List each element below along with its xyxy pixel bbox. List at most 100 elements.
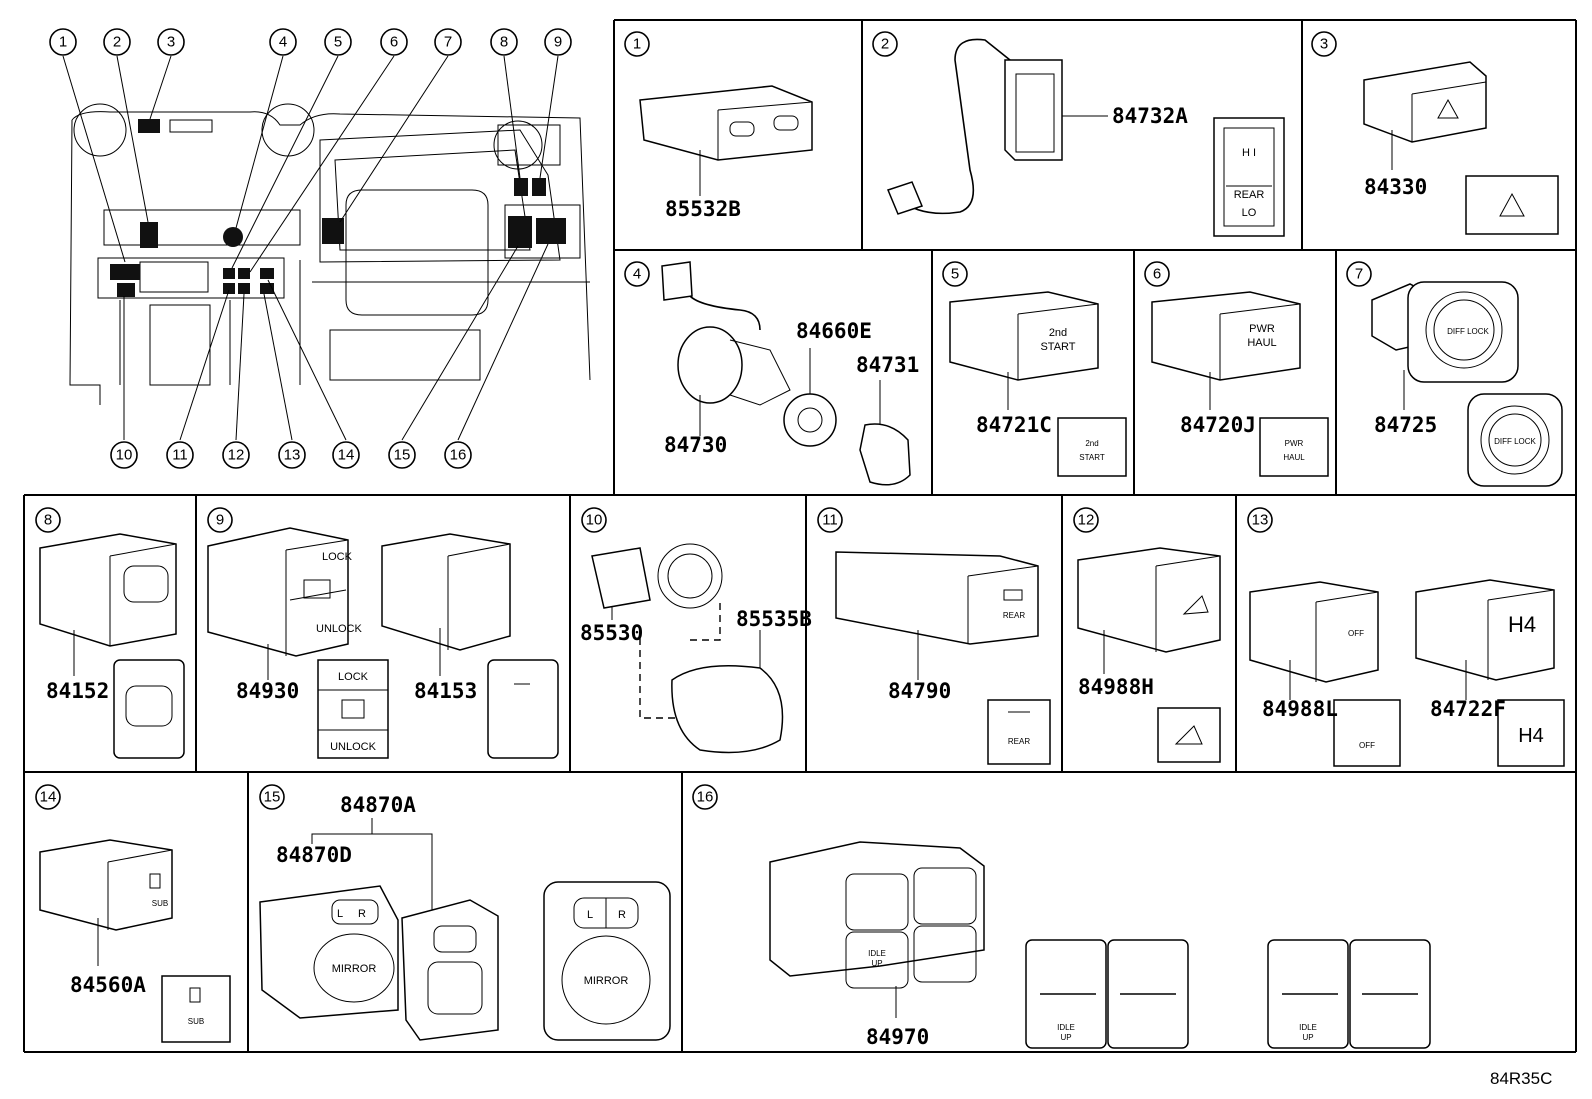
diff-lock-knob-label: DIFF LOCK (1447, 327, 1489, 336)
second-start-btn-line2: START (1040, 341, 1075, 353)
overview-callout-6: 6 (390, 34, 398, 51)
part-84660E: 84660E (796, 319, 872, 343)
four-wd-knob-assembly (661, 261, 911, 486)
unlock-icon-label: UNLOCK (330, 741, 377, 753)
mirror-btn-label: MIRROR (332, 963, 377, 975)
idle-up-icon-a-line2: UP (1060, 1033, 1071, 1042)
door-lock-switch (207, 527, 389, 759)
dashboard-overview (62, 55, 591, 441)
part-84930: 84930 (236, 679, 299, 703)
second-start-icon-line2: START (1079, 453, 1105, 462)
rear-hi-label: H I (1242, 147, 1256, 159)
hill-descent-switch (1077, 547, 1221, 763)
overview-callout-15: 15 (394, 447, 411, 464)
four-high-switch (1415, 579, 1565, 767)
hazard-switch (1363, 61, 1559, 235)
idle-up-icon-a-line1: IDLE (1057, 1023, 1075, 1032)
part-84790: 84790 (888, 679, 951, 703)
mirror-icon-l-label: L (587, 909, 593, 921)
overview-callout-13: 13 (284, 447, 301, 464)
usb-port-unit (639, 85, 813, 196)
rear-defogger-switch (835, 551, 1051, 765)
part-84988H: 84988H (1078, 675, 1154, 699)
overview-callout-3: 3 (167, 34, 175, 51)
overview-callout-9: 9 (554, 34, 562, 51)
power-haul-btn-line1: PWR (1249, 323, 1275, 335)
panel-10-index: 10 (586, 512, 603, 529)
overview-callout-16: 16 (450, 447, 467, 464)
part-84970: 84970 (866, 1025, 929, 1049)
overview-callout-14: 14 (338, 447, 355, 464)
h4-btn-label: H4 (1508, 612, 1536, 637)
sub-tank-switch (39, 839, 231, 1043)
part-84988L: 84988L (1262, 697, 1338, 721)
traction-off-switch (1249, 581, 1401, 767)
rear-defog-btn-label: REAR (1003, 611, 1025, 620)
part-84560A: 84560A (70, 973, 146, 997)
power-haul-switch (1151, 291, 1329, 477)
auto-headlight-switch (381, 533, 559, 759)
rear-heater-switch (886, 38, 1285, 237)
panel-8-index: 8 (44, 512, 52, 529)
grid-frame (23, 19, 1577, 1053)
mirror-icon-r-label: R (618, 909, 626, 921)
diff-lock-icon-label: DIFF LOCK (1494, 437, 1536, 446)
part-84720J: 84720J (1180, 413, 1256, 437)
panel-6-index: 6 (1153, 266, 1161, 283)
headlight-leveler-switch (39, 533, 185, 759)
overview-callout-1: 1 (59, 34, 67, 51)
part-84731: 84731 (856, 353, 919, 377)
panel-11-index: 11 (822, 512, 838, 529)
mirror-icon-label: MIRROR (584, 975, 629, 987)
part-84870A: 84870A (340, 793, 416, 817)
power-haul-btn-line2: HAUL (1247, 337, 1276, 349)
part-84870D: 84870D (276, 843, 352, 867)
part-85532B: 85532B (665, 197, 741, 221)
overview-callout-8: 8 (500, 34, 508, 51)
sub-btn-label: SUB (152, 899, 168, 908)
panel-9-index: 9 (216, 512, 224, 529)
panel-12-index: 12 (1078, 512, 1095, 529)
overview-callout-circles (49, 28, 572, 469)
panel-15-index: 15 (264, 789, 281, 806)
rear-lo-label: LO (1242, 207, 1257, 219)
mirror-r-label: R (358, 908, 366, 920)
panel-14-index: 14 (40, 789, 57, 806)
overview-callout-4: 4 (279, 34, 287, 51)
power-haul-icon-line1: PWR (1285, 439, 1304, 448)
diff-lock-dial (1371, 281, 1563, 487)
idle-up-btn-line1: IDLE (868, 949, 886, 958)
idle-up-switch-assembly (769, 841, 1431, 1049)
panel-16-index: 16 (697, 789, 714, 806)
overview-callout-10: 10 (116, 447, 133, 464)
part-85530: 85530 (580, 621, 643, 645)
panel-3-index: 3 (1320, 36, 1328, 53)
part-84722F: 84722F (1430, 697, 1506, 721)
power-outlet (591, 543, 784, 754)
part-84725: 84725 (1374, 413, 1437, 437)
idle-up-icon-b-line1: IDLE (1299, 1023, 1317, 1032)
power-haul-icon-line2: HAUL (1283, 453, 1305, 462)
idle-up-btn-line2: UP (871, 959, 882, 968)
overview-callout-5: 5 (334, 34, 342, 51)
unlock-btn-label: UNLOCK (316, 623, 363, 635)
panel-2-index: 2 (881, 36, 889, 53)
second-start-switch (949, 291, 1127, 477)
panel-index-circles (35, 31, 1372, 810)
panel-5-index: 5 (951, 266, 959, 283)
diagram-code: 84R35C (1490, 1069, 1552, 1088)
panel-4-index: 4 (633, 266, 641, 283)
part-84330: 84330 (1364, 175, 1427, 199)
overview-callout-11: 11 (172, 447, 188, 464)
panel-13-index: 13 (1252, 512, 1269, 529)
panel-1-index: 1 (633, 36, 641, 53)
part-84721C: 84721C (976, 413, 1052, 437)
overview-callout-12: 12 (228, 447, 245, 464)
trac-off-icon-label: OFF (1359, 741, 1375, 750)
lock-btn-label: LOCK (322, 551, 353, 563)
panel-7-index: 7 (1355, 266, 1363, 283)
sub-icon-label: SUB (188, 1017, 204, 1026)
part-84153: 84153 (414, 679, 477, 703)
second-start-icon-line1: 2nd (1085, 439, 1098, 448)
